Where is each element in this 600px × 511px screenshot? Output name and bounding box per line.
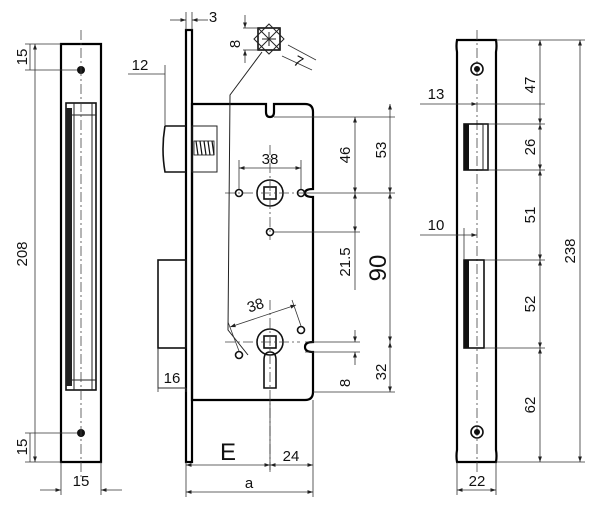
side-deadbolt [157,259,187,349]
side-dim-46-label: 46 [337,147,354,164]
front-view: 15 15 208 15 [14,30,122,495]
side-dim-32-label: 32 [373,364,390,381]
side-label-E: E [220,439,236,466]
side-dim-38-bottom-label: 38 [245,295,266,316]
rear-screw-hole-bottom [470,425,484,439]
rear-dim-238-label: 238 [562,238,579,263]
rear-screw-hole-top [470,62,484,76]
side-latch-bolt [162,125,186,173]
front-dim-height-label: 208 [14,241,31,266]
side-spindle-square [253,23,285,55]
side-dim-24-label: 24 [283,448,300,465]
side-dim-3-label: 3 [209,9,217,26]
side-hole-right [296,188,306,198]
side-cylinder-cutout [263,351,277,389]
side-label-a: a [245,475,254,492]
rear-dim-47-label: 47 [522,77,539,94]
side-follower-top [225,145,305,240]
side-dim-53-label: 53 [373,142,390,159]
front-dim-width-label: 15 [73,473,90,490]
rear-dim-22-label: 22 [469,473,486,490]
rear-view: 47 26 51 52 62 238 13 10 22 [420,30,585,495]
rear-dim-62-label: 62 [522,397,539,414]
side-dim-8-slot-label: 8 [337,379,354,387]
front-dim-top-label: 15 [14,49,31,66]
side-dim-38-top-label: 38 [262,151,279,168]
side-latch-spring [193,140,215,156]
rear-dim-10-label: 10 [428,217,445,234]
side-hole-lower-left [234,350,244,360]
rear-faceplate [455,38,498,464]
front-dim-bottom-label: 15 [14,439,31,456]
side-dim-8-square-label: 8 [227,40,244,48]
rear-dim-52-label: 52 [522,296,539,313]
rear-dim-51-label: 51 [522,207,539,224]
side-follower-bottom [225,328,300,356]
side-hole-left [234,188,244,198]
side-dim-7-label: 7 [290,53,305,72]
front-inner-shadow [66,108,72,386]
side-dim-16-label: 16 [164,370,181,387]
side-dim-12-label: 12 [132,57,149,74]
side-dim-21-5-label: 21.5 [337,247,354,276]
side-view: 3 12 16 8 7 38 38 [128,9,395,497]
rear-dim-13-label: 13 [428,86,445,103]
side-hole-lower-right [296,325,306,335]
rear-dim-26-label: 26 [522,139,539,156]
side-hole-middle [265,227,275,237]
side-dim-90-label: 90 [365,255,392,282]
